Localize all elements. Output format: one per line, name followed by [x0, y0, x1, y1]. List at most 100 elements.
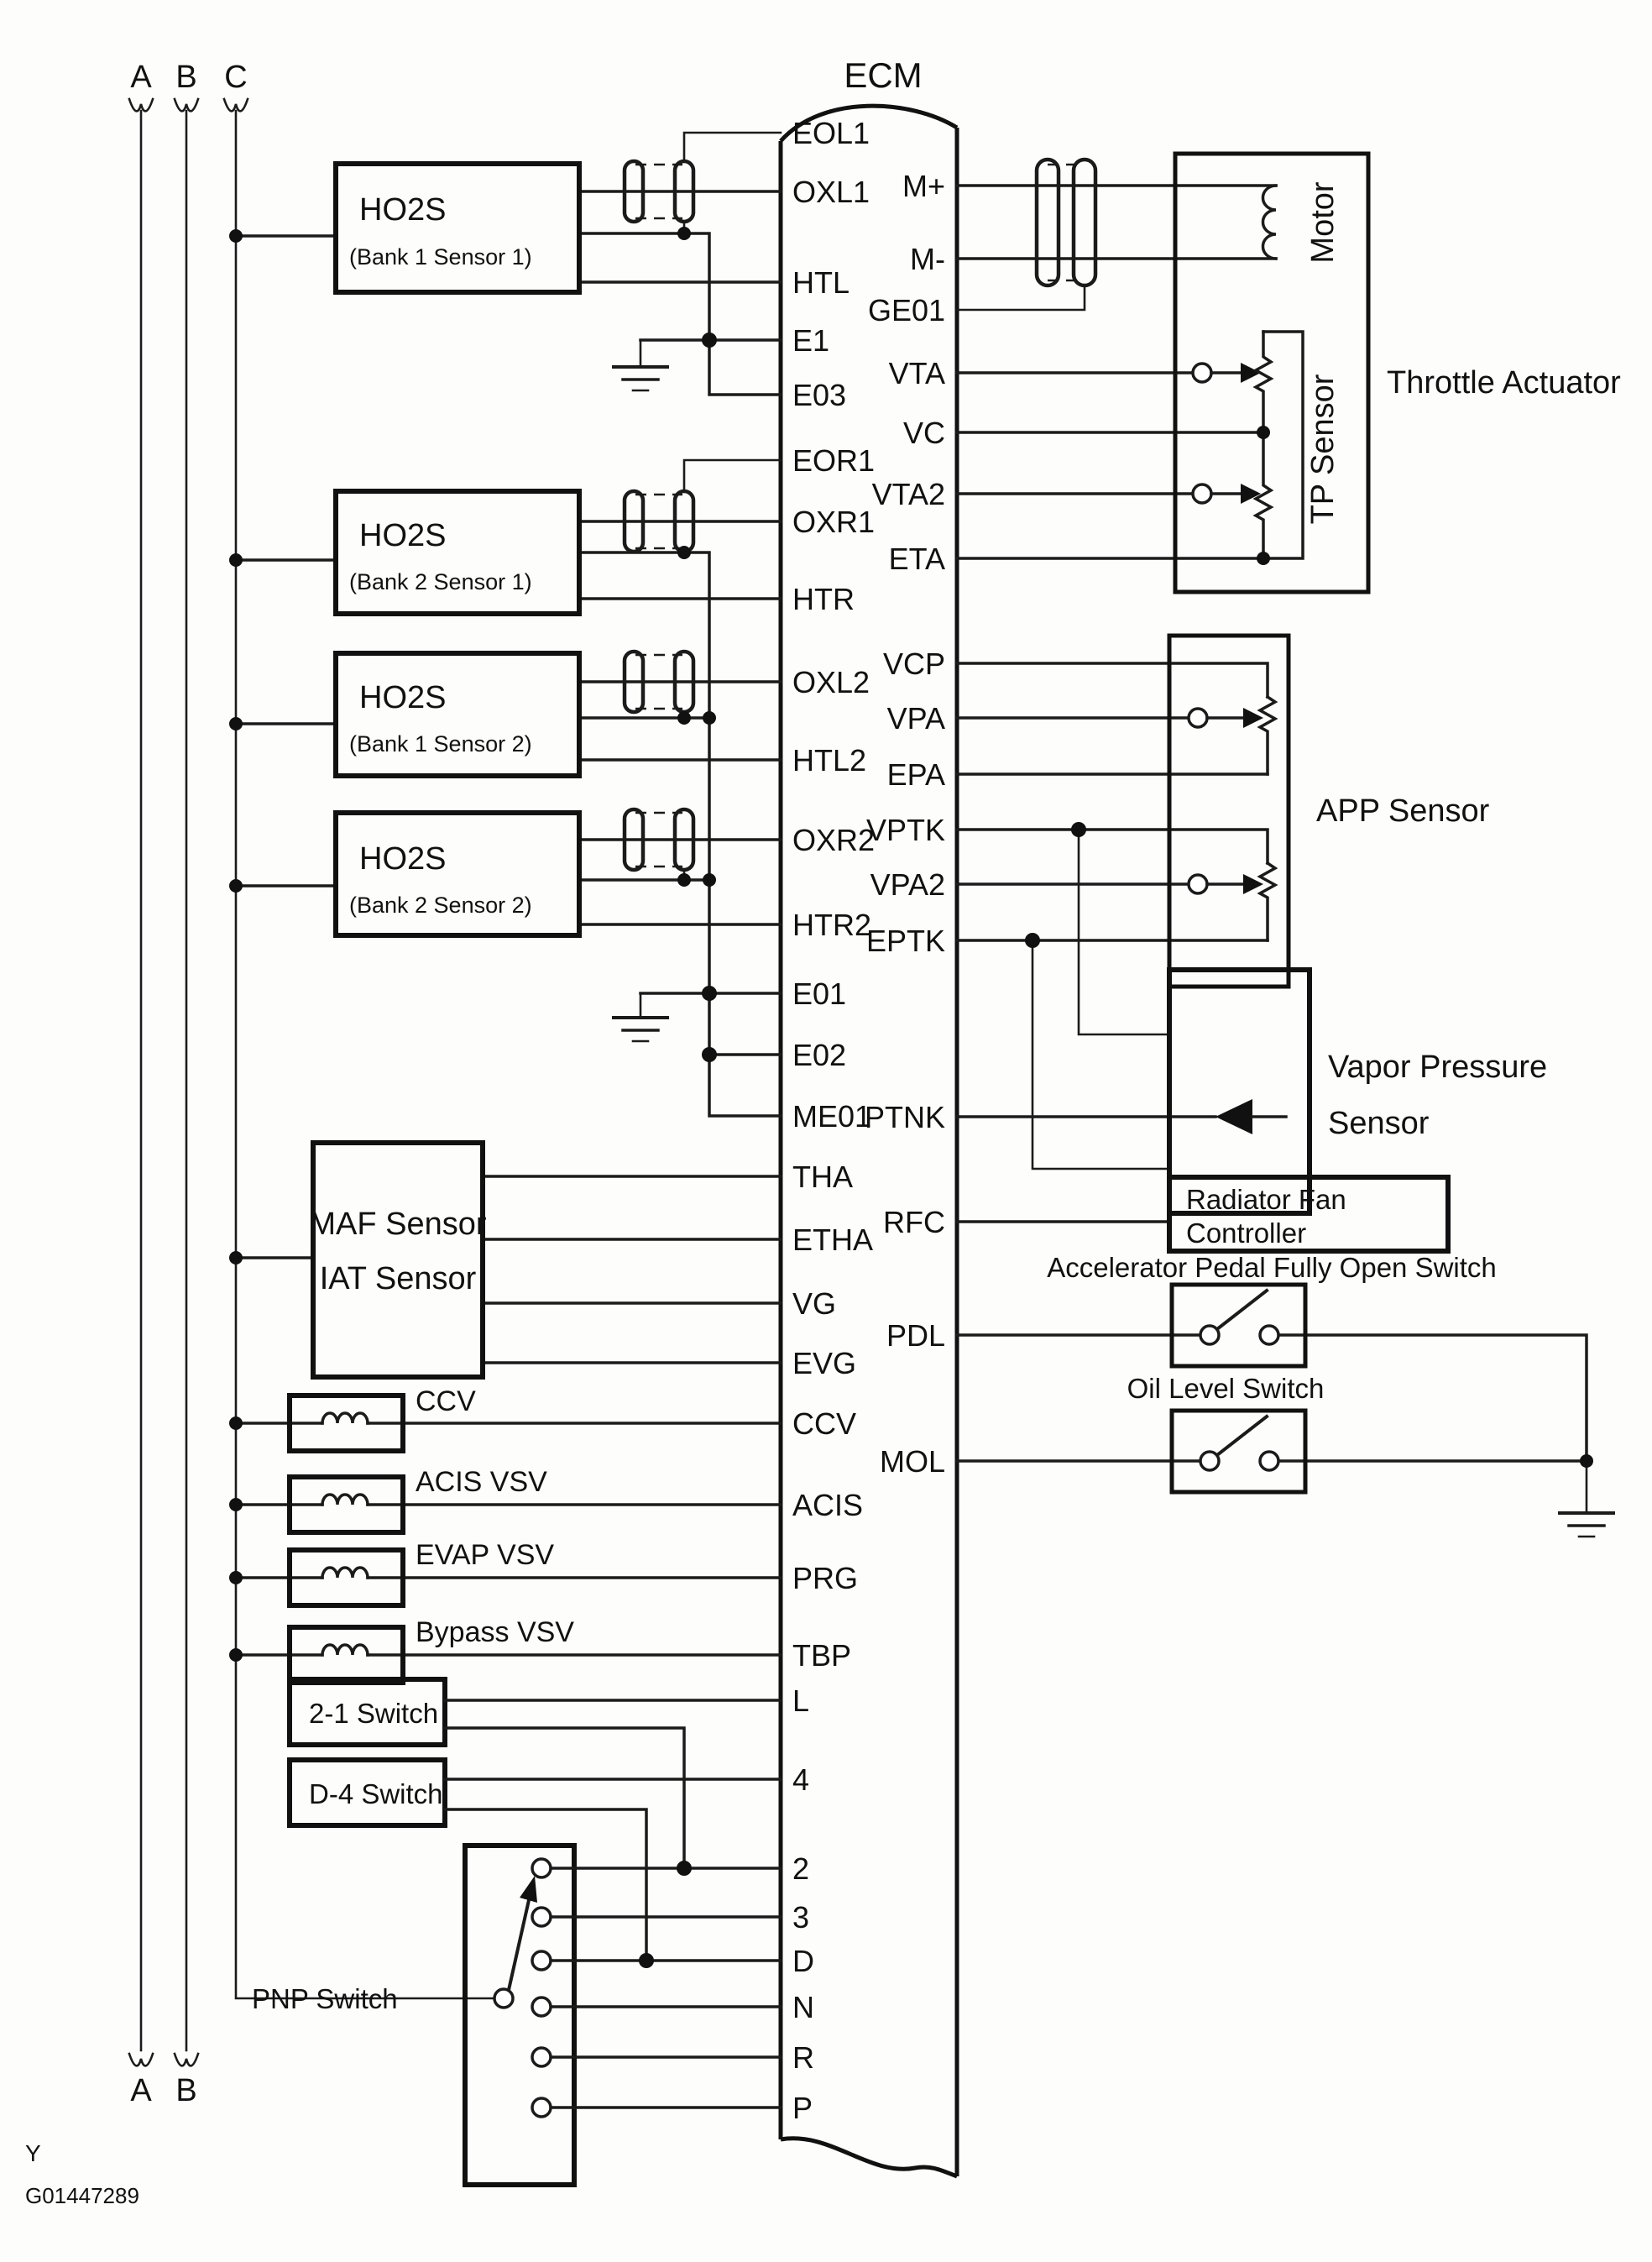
coil-icon: [321, 1493, 369, 1506]
ho2s-wiring: [234, 131, 782, 1118]
maf-label: MAF Sensor: [309, 1207, 487, 1242]
oil-switch-contact: [1199, 1450, 1221, 1472]
vapor-pressure-label-2: Sensor: [1328, 1106, 1430, 1141]
ground-icon: [1558, 1511, 1615, 1538]
ecm-pin-e02: E02: [792, 1038, 846, 1072]
ecm-bottom-wave: [780, 2136, 958, 2179]
throttle-actuator-label: Throttle Actuator: [1387, 365, 1621, 401]
ecm-pin-oxr2: OXR2: [792, 823, 875, 857]
ho2s-b1s1-detail: (Bank 1 Sensor 1): [349, 244, 532, 270]
acis-vsv-label: ACIS VSV: [416, 1466, 547, 1498]
ecm-pin-evg: EVG: [792, 1346, 856, 1380]
trunk-lines: A B C A B: [128, 60, 497, 2108]
pnp-switch-label: PNP Switch: [252, 1983, 398, 2014]
ho2s-b2s1-name: HO2S: [359, 518, 446, 553]
pnp-selector-arrow: [520, 1876, 537, 1903]
accel-switch-blade: [1215, 1288, 1269, 1332]
switch-2-1-box: [287, 1677, 447, 1747]
pnp-switch-box: [463, 1843, 577, 2187]
accel-switch-contact: [1199, 1324, 1221, 1346]
ecm-pin-htr2: HTR2: [792, 908, 871, 942]
bypass-vsv-box: [287, 1625, 405, 1685]
ecm-left-pin-labels: EOL1 OXL1 HTL E1 E03 EOR1 OXR1 HTR OXL2 …: [792, 116, 875, 2125]
eol1-shield-wire: [682, 131, 782, 163]
accel-switch-label: Accelerator Pedal Fully Open Switch: [1047, 1252, 1497, 1283]
wiper-arrow-icon: [1241, 484, 1261, 504]
pnp-contact-r: [531, 2046, 552, 2068]
ecm-pin-e1: E1: [792, 323, 829, 358]
ground-icon: [612, 365, 669, 392]
rfc-label-2: Controller: [1186, 1217, 1306, 1249]
ho2s-b2s2-box: [333, 810, 582, 938]
switch-2-1-label: 2-1 Switch: [309, 1698, 438, 1729]
ho2s-b2s2-detail: (Bank 2 Sensor 2): [349, 893, 532, 918]
oil-switch-box: [1169, 1408, 1308, 1495]
pnp-selector-blade: [506, 1898, 531, 1992]
wiper-arrow-icon: [1243, 708, 1263, 728]
footer: Y G01447289: [25, 2140, 139, 2208]
iat-label: IAT Sensor: [320, 1261, 477, 1296]
ground-icon: [612, 1016, 669, 1043]
ecm-pin-eor1: EOR1: [792, 443, 875, 478]
ecm-pin-4: 4: [792, 1762, 809, 1797]
pnp-contact-d: [531, 1950, 552, 1971]
ho2s-b1s1-name: HO2S: [359, 192, 446, 228]
throttle-actuator-box: [1173, 151, 1371, 594]
accel-switch-box: [1169, 1282, 1308, 1369]
ecm-title: ECM: [844, 55, 922, 95]
ecm-pin-ge01: GE01: [868, 293, 945, 327]
ecm-pin-vpa2: VPA2: [870, 867, 945, 902]
junction-dots: [229, 227, 1593, 1968]
ecm-pin-m-plus: M+: [902, 169, 945, 203]
tp-resistor-track: [1252, 330, 1274, 560]
tp-sensor-label: TP Sensor: [1305, 374, 1341, 524]
vsv-solenoids: CCV ACIS VSV EVAP VSV Bypass VSV: [234, 1385, 782, 1685]
ecm-pin-me01: ME01: [792, 1099, 871, 1134]
break-icon: [222, 97, 249, 113]
ho2s-boxes: HO2S (Bank 1 Sensor 1) HO2S (Bank 2 Sens…: [333, 161, 582, 938]
ho2s-b1s1-box: [333, 161, 582, 295]
app-sensor-box: [1167, 633, 1291, 989]
wiper-arrow-icon: [1243, 874, 1263, 894]
ecm-pin-d: D: [792, 1944, 814, 1978]
ecm-pin-vc: VC: [903, 416, 945, 450]
ecm-pin-prg: PRG: [792, 1561, 858, 1595]
radiator-fan-controller: Radiator Fan Controller: [955, 1175, 1451, 1254]
vapor-pressure-box: [1167, 967, 1312, 1216]
pnp-contact-2: [531, 1857, 552, 1879]
app-sensor-label: APP Sensor: [1316, 793, 1490, 829]
ho2s-b2s1-box: [333, 489, 582, 616]
switch-d-4-box: [287, 1757, 447, 1828]
trunk-label-b-top: B: [175, 60, 196, 95]
ecm-pin-etha: ETHA: [792, 1223, 873, 1257]
ecm-pin-pdl: PDL: [886, 1318, 945, 1353]
tp-wiper2-contact: [1191, 483, 1213, 505]
app-wiper2-contact: [1187, 873, 1209, 895]
rfc-label-1: Radiator Fan: [1186, 1184, 1346, 1215]
ecm-body: ECM: [778, 55, 959, 2179]
ccv-valve-label: CCV: [416, 1385, 476, 1417]
trunk-label-c-top: C: [224, 60, 247, 95]
ecm-pin-r: R: [792, 2040, 814, 2075]
tp-wiper-contact: [1191, 362, 1213, 384]
eor1-shield-wire: [682, 458, 782, 493]
ecm-pin-oxl1: OXL1: [792, 175, 870, 209]
ecm-pin-htr: HTR: [792, 582, 855, 616]
app-resistor-track-2: [1257, 861, 1278, 942]
ccv-valve-box: [287, 1393, 405, 1453]
ecm-pin-htl: HTL: [792, 265, 850, 300]
vapor-pressure-label-1: Vapor Pressure: [1328, 1050, 1547, 1085]
ecm-pin-mol: MOL: [880, 1444, 945, 1479]
pnp-contact-n: [531, 1996, 552, 2018]
trunk-label-a-bottom: A: [130, 2073, 152, 2108]
vapor-pressure-sensor: Vapor Pressure Sensor: [955, 828, 1547, 1216]
oil-switch-contact: [1258, 1450, 1280, 1472]
ho2s-b1s2-name: HO2S: [359, 680, 446, 715]
ecm-pin-m-minus: M-: [910, 242, 945, 276]
ho2s-b1s2-detail: (Bank 1 Sensor 2): [349, 731, 532, 757]
break-icon: [128, 97, 154, 113]
ecm-pin-rfc: RFC: [883, 1205, 945, 1239]
ho2s-b2s2-name: HO2S: [359, 841, 446, 877]
pnp-common-contact: [493, 1987, 515, 2009]
